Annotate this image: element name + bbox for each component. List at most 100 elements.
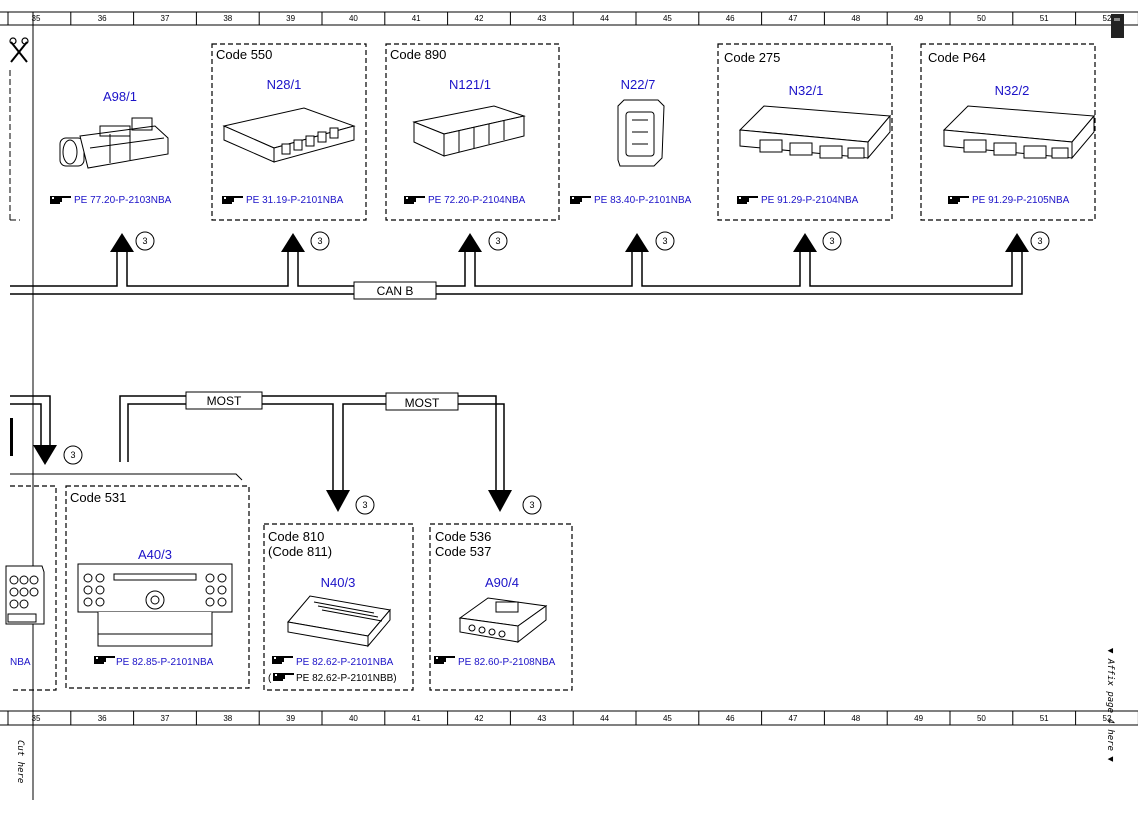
- most-label-box-1: [185, 391, 263, 410]
- ref-code: PE 31.19-P-2101NBA: [246, 195, 344, 206]
- arrow-down-icon: [33, 445, 57, 465]
- connector-number: 3: [70, 450, 75, 460]
- component-a40-3: Code 531 A40/3 PE 82.85-P-2101NBA: [70, 490, 233, 668]
- can-b-label: CAN B: [377, 284, 414, 298]
- code-label: Code 810: [268, 529, 324, 544]
- component-n22-7: N22/7 PE 83.40-P-2101NBA: [570, 77, 692, 206]
- ruler-column-number: 42: [475, 714, 484, 723]
- connector-number: 3: [829, 236, 834, 246]
- tuner-box-icon: [458, 597, 548, 644]
- top-connector-circles: 3 3 3 3 3 3: [135, 231, 1050, 251]
- top-component-boxes: [211, 43, 1096, 221]
- ruler-column-number: 43: [537, 14, 546, 23]
- ruler-column-number: 45: [663, 714, 672, 723]
- ruler-column-number: 52: [1103, 14, 1112, 23]
- ruler-column-number: 49: [914, 714, 923, 723]
- connector-number: 3: [662, 236, 667, 246]
- component-id: N40/3: [321, 575, 356, 590]
- ruler-column-number: 38: [223, 714, 232, 723]
- ruler-column-number: 50: [977, 14, 986, 23]
- ruler-column-number: 45: [663, 14, 672, 23]
- ref-code: PE 82.62-P-2101NBA: [296, 657, 394, 668]
- connector-number: 3: [495, 236, 500, 246]
- can-b-bus: [10, 250, 1023, 295]
- ruler-column-number: 49: [914, 14, 923, 23]
- component-a98-1: A98/1 PE 77.20-P-2103NBA: [50, 89, 172, 206]
- ruler-column-number: 35: [32, 714, 41, 723]
- component-id: N28/1: [267, 77, 302, 92]
- ruler-column-number: 50: [977, 714, 986, 723]
- ruler-column-number: 37: [161, 14, 170, 23]
- arrow-up-icon: [281, 233, 305, 252]
- ref-code: PE 72.20-P-2104NBA: [428, 195, 526, 206]
- ruler-column-number: 39: [286, 14, 295, 23]
- corner-tab-icon: [1111, 14, 1124, 38]
- control-module-icon: [412, 105, 526, 157]
- group-bracket: [10, 473, 243, 481]
- code-label-secondary: Code 537: [435, 544, 491, 559]
- code-label: Code P64: [928, 50, 986, 65]
- ruler-column-number: 48: [851, 714, 860, 723]
- most-label-1: MOST: [207, 394, 242, 408]
- code-label: Code 536: [435, 529, 491, 544]
- ruler-column-number: 40: [349, 14, 358, 23]
- bottom-connector-circles: 3 3 3: [63, 445, 542, 515]
- component-n32-2: Code P64 N32/2 PE 91.29-P-2105NBA: [928, 50, 1096, 206]
- control-module-icon: [942, 105, 1096, 160]
- arrow-up-icon: [1005, 233, 1029, 252]
- radio-unit-icon: [5, 565, 45, 625]
- can-b-label-box: [353, 281, 437, 300]
- component-n40-3: Code 810 (Code 811) N40/3 PE 82.62-P-210…: [268, 529, 397, 684]
- connector-number: 3: [142, 236, 147, 246]
- ruler-column-number: 41: [412, 14, 421, 23]
- control-module-icon: [738, 105, 892, 160]
- code-label: Code 890: [390, 47, 446, 62]
- ruler-column-number: 51: [1040, 14, 1049, 23]
- connector-number: 3: [1037, 236, 1042, 246]
- component-id: N22/7: [621, 77, 656, 92]
- arrow-up-icon: [458, 233, 482, 252]
- ref-code-secondary: PE 82.62-P-2101NBB): [296, 673, 397, 684]
- component-id: N32/2: [995, 83, 1030, 98]
- ruler-column-number: 37: [161, 714, 170, 723]
- ruler-column-number: 47: [789, 14, 798, 23]
- ref-code: PE 83.40-P-2101NBA: [594, 195, 692, 206]
- ref-code: PE 91.29-P-2104NBA: [761, 195, 859, 206]
- bottom-arrows: [33, 445, 512, 512]
- component-id: A98/1: [103, 89, 137, 104]
- ruler-column-number: 46: [726, 714, 735, 723]
- code-label: Code 275: [724, 50, 780, 65]
- connector-number: 3: [529, 500, 534, 510]
- ruler-column-number: 43: [537, 714, 546, 723]
- ruler-column-number: 48: [851, 14, 860, 23]
- arrow-down-icon: [326, 490, 350, 512]
- arrow-up-icon: [625, 233, 649, 252]
- ruler-column-number: 51: [1040, 714, 1049, 723]
- ref-code-prefix: (: [268, 673, 272, 684]
- connector-number: 3: [362, 500, 367, 510]
- component-a90-4: Code 536 Code 537 A90/4 PE 82.60-P-2108N…: [434, 529, 556, 668]
- top-arrows: [110, 233, 1029, 252]
- ruler-column-number: 44: [600, 14, 609, 23]
- ref-code: PE 82.85-P-2101NBA: [116, 657, 214, 668]
- ruler-column-number: 46: [726, 14, 735, 23]
- code-label-secondary: (Code 811): [268, 544, 332, 559]
- component-id: A90/4: [485, 575, 519, 590]
- ruler-column-number: 47: [789, 714, 798, 723]
- component-n28-1: Code 550 N28/1 PE 31.19-P-2101NBA: [216, 47, 356, 206]
- component-n121-1: Code 890 N121/1 PE 72.20-P-2104NBA: [390, 47, 526, 206]
- code-label: Code 550: [216, 47, 272, 62]
- arrow-down-icon: [488, 490, 512, 512]
- component-id: A40/3: [138, 547, 172, 562]
- component-n32-1: Code 275 N32/1 PE 91.29-P-2104NBA: [724, 50, 892, 206]
- ruler-column-number: 35: [32, 14, 41, 23]
- component-id: N32/1: [789, 83, 824, 98]
- component-id: N121/1: [449, 77, 491, 92]
- cut-note: Cut here: [15, 740, 25, 783]
- scissors-icon: [9, 37, 29, 63]
- ref-code: PE 91.29-P-2105NBA: [972, 195, 1070, 206]
- arrow-up-icon: [793, 233, 817, 252]
- partial-connector: [10, 418, 13, 456]
